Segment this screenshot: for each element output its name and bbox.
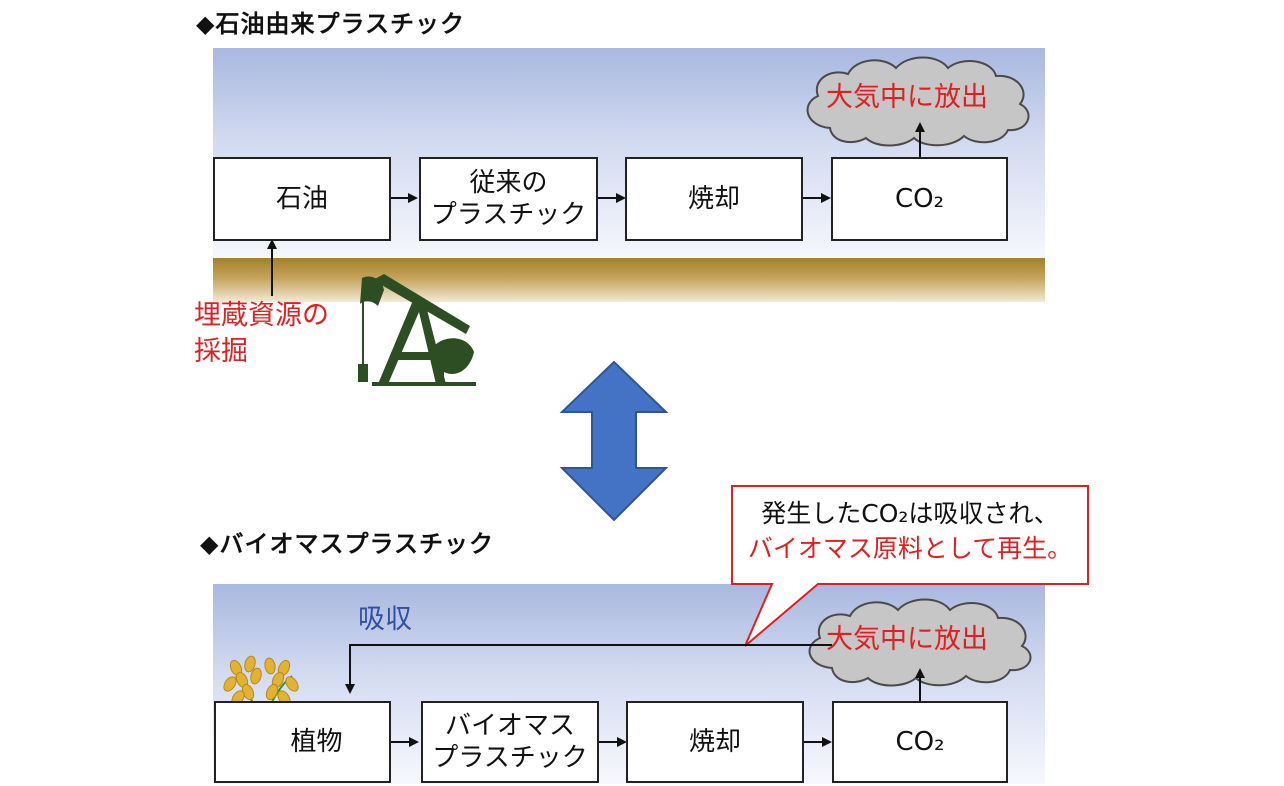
mining-label-line1: 埋蔵資源の bbox=[194, 300, 329, 331]
box-plant: 植物 bbox=[214, 701, 391, 783]
callout-text: 発生したCO₂は吸収され、 バイオマス原料として再生。 bbox=[740, 496, 1080, 566]
box-co2-bottom-label: CO₂ bbox=[895, 726, 945, 757]
box-biomass-plastic: バイオマス プラスチック bbox=[421, 701, 599, 783]
box-plant-label: 植物 bbox=[290, 726, 343, 757]
box-incineration-bottom: 焼却 bbox=[626, 701, 804, 783]
box-co2-top-label: CO₂ bbox=[894, 183, 945, 214]
box-incineration-top-label: 焼却 bbox=[687, 183, 740, 214]
box-conventional-plastic-label: 従来の プラスチック bbox=[430, 167, 587, 231]
box-incineration-bottom-label: 焼却 bbox=[688, 726, 741, 757]
ground-strip bbox=[213, 258, 1045, 302]
box-co2-bottom: CO₂ bbox=[832, 701, 1008, 783]
bottom-section-heading: ◆バイオマスプラスチック bbox=[200, 530, 494, 558]
absorb-label: 吸収 bbox=[358, 604, 412, 635]
absorb-return-arrow bbox=[345, 644, 832, 694]
callout-line-1: 発生したCO₂は吸収され、 bbox=[761, 499, 1059, 528]
box-conventional-plastic: 従来の プラスチック bbox=[419, 157, 598, 241]
box-incineration-top: 焼却 bbox=[625, 157, 803, 241]
box-oil-label: 石油 bbox=[275, 183, 328, 214]
top-section-heading: ◆石油由来プラスチック bbox=[196, 10, 465, 38]
mining-label-line2: 採掘 bbox=[194, 336, 248, 367]
bottom-cloud-label: 大気中に放出 bbox=[826, 624, 988, 655]
top-cloud-icon bbox=[806, 56, 1030, 147]
top-cloud-label: 大気中に放出 bbox=[826, 82, 988, 113]
callout-line-2: バイオマス原料として再生。 bbox=[747, 534, 1073, 563]
box-oil: 石油 bbox=[213, 157, 391, 241]
box-co2-top: CO₂ bbox=[831, 157, 1008, 241]
oil-pump-jack-icon bbox=[358, 274, 476, 386]
double-arrow-icon bbox=[559, 360, 669, 522]
callout-bubble bbox=[731, 485, 1089, 647]
bottom-cloud-icon bbox=[808, 598, 1032, 687]
box-biomass-plastic-label: バイオマス プラスチック bbox=[432, 710, 588, 774]
